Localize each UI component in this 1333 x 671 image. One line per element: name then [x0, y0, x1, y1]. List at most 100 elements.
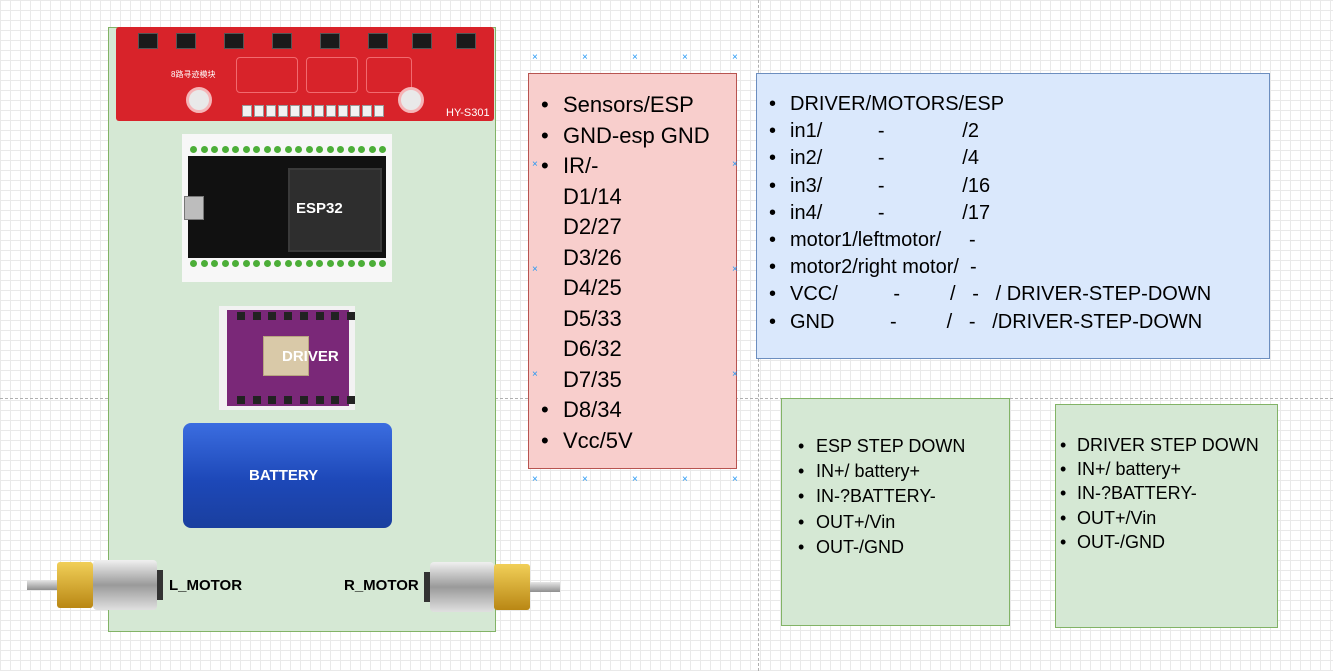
selection-handle-icon[interactable]: ×: [532, 159, 538, 170]
sensor-wiring-list: Sensors/ESPGND-esp GNDIR/-D1/14D2/27D3/2…: [541, 90, 710, 456]
list-item: IR/-: [541, 151, 710, 182]
header-pin: [362, 105, 372, 117]
driver-wiring-list: DRIVER/MOTORS/ESPin1/ - /2in2/ - /4in3/ …: [769, 91, 1211, 336]
motor-endcap: [157, 570, 163, 600]
selection-handle-icon[interactable]: ×: [732, 369, 738, 380]
pcb-trace: [306, 57, 358, 93]
selection-handle-icon[interactable]: ×: [732, 474, 738, 485]
list-item: IN-?BATTERY-: [1060, 481, 1259, 505]
right-motor[interactable]: [424, 560, 560, 614]
esp32-label: ESP32: [296, 200, 343, 217]
list-item: D1/14: [563, 183, 622, 209]
header-pin: [242, 105, 252, 117]
list-item: D3/26: [563, 244, 622, 270]
header-pin: [278, 105, 288, 117]
list-item: Vcc/5V: [541, 426, 710, 457]
list-item: in4/ - /17: [769, 200, 1211, 227]
header-pin: [350, 105, 360, 117]
selection-handle-icon[interactable]: ×: [582, 52, 588, 63]
list-item: DRIVER STEP DOWN: [1060, 433, 1259, 457]
selection-handle-icon[interactable]: ×: [632, 52, 638, 63]
list-item: motor1/leftmotor/ -: [769, 227, 1211, 254]
ir-sensor-chip: [412, 33, 432, 49]
list-item: D5/33: [563, 305, 622, 331]
ir-sensor-chip: [368, 33, 388, 49]
driver-wiring-box[interactable]: DRIVER/MOTORS/ESPin1/ - /2in2/ - /4in3/ …: [756, 73, 1270, 359]
selection-handle-icon[interactable]: ×: [582, 474, 588, 485]
motor-can: [93, 560, 157, 610]
right-motor-label: R_MOTOR: [344, 577, 419, 594]
motor-can: [430, 562, 494, 612]
list-item: D4/25: [563, 275, 622, 300]
selection-handle-icon[interactable]: ×: [682, 474, 688, 485]
gearbox-icon: [57, 562, 93, 608]
list-item: in2/ - /4: [769, 145, 1211, 172]
selection-handle-icon[interactable]: ×: [532, 264, 538, 275]
list-item: GND-esp GND: [541, 121, 710, 152]
list-item: VCC/ - / - / DRIVER-STEP-DOWN: [769, 281, 1211, 308]
selection-handle-icon[interactable]: ×: [632, 474, 638, 485]
esp-pcb: [184, 156, 386, 258]
driver-heatsink: [263, 336, 309, 376]
battery-label: BATTERY: [249, 467, 319, 484]
battery-pack[interactable]: BATTERY: [183, 423, 392, 528]
ir-sensor-chip: [272, 33, 292, 49]
header-pin: [266, 105, 276, 117]
motor-shaft: [530, 582, 560, 592]
motor-driver-module[interactable]: DRIVER: [219, 306, 355, 410]
sensor-model-label: HY-S301: [446, 107, 490, 119]
esp-stepdown-list: ESP STEP DOWNIN+/ battery+IN-?BATTERY-OU…: [798, 434, 965, 560]
driver-stepdown-box[interactable]: DRIVER STEP DOWNIN+/ battery+IN-?BATTERY…: [1055, 404, 1278, 628]
list-item: in1/ - /2: [769, 118, 1211, 145]
list-item: OUT+/Vin: [1060, 506, 1259, 530]
left-motor[interactable]: [27, 558, 163, 612]
selection-handle-icon[interactable]: ×: [732, 52, 738, 63]
driver-pcb: [227, 310, 355, 406]
list-item: OUT+/Vin: [798, 510, 965, 535]
header-pin: [302, 105, 312, 117]
gearbox-icon: [494, 564, 530, 610]
selection-handle-icon[interactable]: ×: [532, 369, 538, 380]
list-item: OUT-/GND: [1060, 530, 1259, 554]
list-item: IN+/ battery+: [798, 459, 965, 484]
list-item: D6/32: [563, 336, 622, 361]
list-item: in3/ - /16: [769, 173, 1211, 200]
list-item: OUT-/GND: [798, 535, 965, 560]
selection-handle-icon[interactable]: ×: [732, 159, 738, 170]
ir-sensor-chip: [138, 33, 158, 49]
esp-stepdown-box[interactable]: ESP STEP DOWNIN+/ battery+IN-?BATTERY-OU…: [781, 398, 1010, 626]
list-item: D8/34: [541, 395, 710, 426]
ir-sensor-chip: [176, 33, 196, 49]
header-pin: [326, 105, 336, 117]
selection-handle-icon[interactable]: ×: [532, 52, 538, 63]
ir-sensor-chip: [456, 33, 476, 49]
line-sensor-module[interactable]: 8路寻迹模块 HY-S301: [116, 27, 494, 121]
list-item: GND - / - /DRIVER-STEP-DOWN: [769, 309, 1211, 336]
driver-pins-bottom: [237, 396, 355, 404]
list-item: ESP STEP DOWN: [798, 434, 965, 459]
selection-handle-icon[interactable]: ×: [682, 52, 688, 63]
list-item: DRIVER/MOTORS/ESP: [769, 91, 1211, 118]
driver-pins-top: [237, 312, 355, 320]
list-item: D7/35: [563, 366, 622, 392]
sensor-cn-label: 8路寻迹模块: [171, 70, 216, 79]
list-item: motor2/right motor/ -: [769, 254, 1211, 281]
usb-port-icon: [184, 196, 204, 220]
motor-shaft: [27, 580, 57, 590]
sensor-wiring-box[interactable]: Sensors/ESPGND-esp GNDIR/-D1/14D2/27D3/2…: [528, 73, 737, 469]
header-pin: [254, 105, 264, 117]
wifi-module-shield: [288, 168, 382, 252]
list-item: IN-?BATTERY-: [798, 484, 965, 509]
list-item: IN+/ battery+: [1060, 457, 1259, 481]
left-motor-label: L_MOTOR: [169, 577, 243, 594]
pcb-trace: [236, 57, 298, 93]
selection-handle-icon[interactable]: ×: [532, 474, 538, 485]
esp32-module[interactable]: ESP32: [182, 134, 392, 282]
mounting-hole: [186, 87, 212, 113]
selection-handle-icon[interactable]: ×: [732, 264, 738, 275]
list-item: Sensors/ESP: [541, 90, 710, 121]
esp-pin-row-bottom: [190, 260, 386, 268]
header-pin: [290, 105, 300, 117]
ir-sensor-chip: [320, 33, 340, 49]
header-pin: [374, 105, 384, 117]
